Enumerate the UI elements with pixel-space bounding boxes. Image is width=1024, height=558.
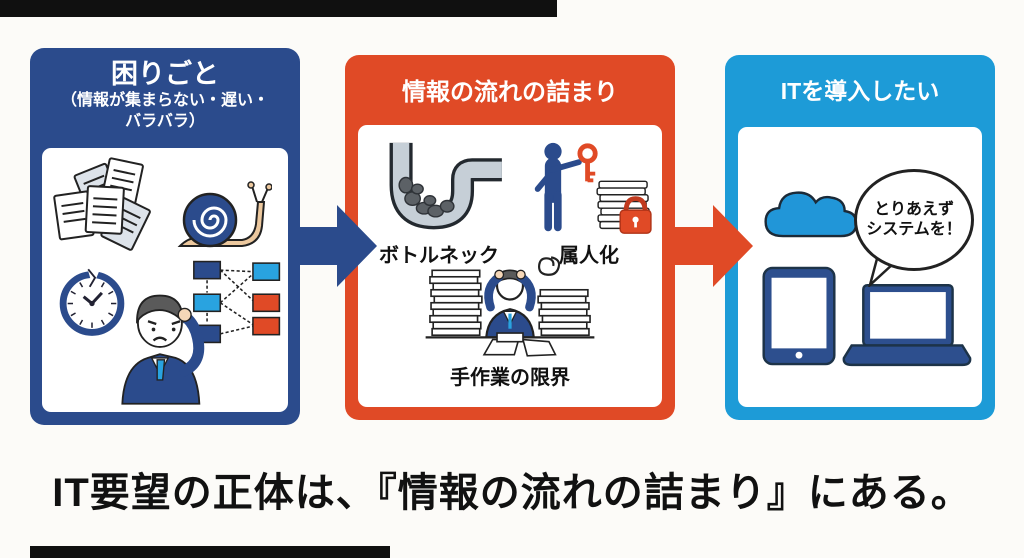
panel-problems: 困りごと （情報が集まらない・遅い・ バラバラ） [30,48,300,425]
manual-limit-label: 手作業の限界 [450,367,570,389]
panel-problems-subtitle-line2: バラバラ） [125,113,205,130]
top-letterbox-bar [0,0,557,17]
confused-worker-icon [104,284,214,408]
arrow-blockage-to-it [667,205,753,287]
laptop-icon [840,283,972,371]
arrow-problems-to-blockage [291,205,377,287]
blockage-item-manual-limit: 手作業の限界 [398,253,622,390]
bottom-letterbox-bar [30,546,390,558]
panel-it-title: ITを導入したい [780,78,940,104]
headline: IT要望の正体は、『情報の流れの詰まり』にある。 [52,471,972,515]
speech-bubble-line1: とりあえず [873,201,954,218]
blockage-item-personalization: 属人化 [520,141,658,268]
panel-problems-card [42,148,288,412]
panel-problems-title: 困りごと [111,59,219,89]
cloud-icon [756,175,862,247]
snail-icon [168,180,272,256]
speech-bubble: とりあえず システムを！ [854,169,974,271]
panel-it-card: とりあえず システムを！ [738,127,982,407]
key-holder-icon [524,141,654,237]
clogged-pipe-icon [372,141,506,237]
blockage-item-bottleneck: ボトルネック [364,141,514,268]
panel-blockage: 情報の流れの詰まり [345,55,675,420]
panel-blockage-card: ボトルネック [358,125,662,407]
overworked-person-icon [422,253,598,359]
tablet-icon [760,265,838,367]
panel-problems-subtitle-line1: （情報が集まらない・遅い・ [60,92,269,109]
broken-clock-icon [54,264,130,340]
panel-it-request: ITを導入したい とりあえず システムを！ [725,55,995,420]
scattered-papers-icon [50,154,162,260]
speech-bubble-line2: システムを！ [866,221,962,238]
personalization-label: 属人化 [559,245,619,267]
panel-blockage-title: 情報の流れの詰まり [402,79,618,106]
bottleneck-label: ボトルネック [379,245,499,267]
